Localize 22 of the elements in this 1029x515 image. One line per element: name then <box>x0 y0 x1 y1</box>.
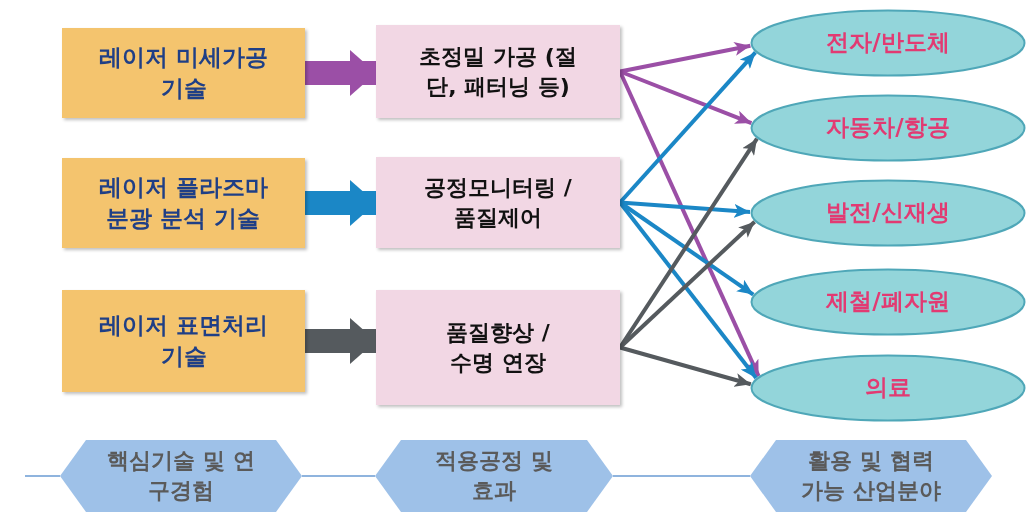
stage-hexagon: 활용 및 협력 가능 산업분야 <box>750 440 992 512</box>
technology-box: 레이저 플라즈마 분광 분석 기술 <box>62 158 305 248</box>
connector-line <box>612 475 751 477</box>
technology-box: 레이저 미세가공 기술 <box>62 28 305 118</box>
process-box: 초정밀 가공 (절단, 패터닝 등) <box>376 25 620 118</box>
stage-hexagon: 적용공정 및 효과 <box>375 440 613 512</box>
industry-ellipse: 발전/신재생 <box>750 179 1026 247</box>
block-arrow <box>305 50 376 96</box>
connector-line <box>301 475 376 477</box>
industry-ellipse: 전자/반도체 <box>750 9 1026 77</box>
industry-ellipse: 자동차/항공 <box>750 94 1026 162</box>
block-arrow <box>305 180 376 226</box>
stage-hexagon: 핵심기술 및 연구경험 <box>60 440 302 512</box>
arrow <box>619 41 751 74</box>
connector-line <box>24 475 61 477</box>
block-arrow <box>305 318 376 364</box>
technology-box: 레이저 표면처리 기술 <box>62 290 305 392</box>
arrow <box>619 345 752 387</box>
process-box: 품질향상 / 수명 연장 <box>376 290 620 405</box>
industry-ellipse: 의료 <box>750 354 1026 422</box>
industry-ellipse: 제철/폐자원 <box>750 268 1026 336</box>
process-box: 공정모니터링 / 품질제어 <box>376 157 620 248</box>
